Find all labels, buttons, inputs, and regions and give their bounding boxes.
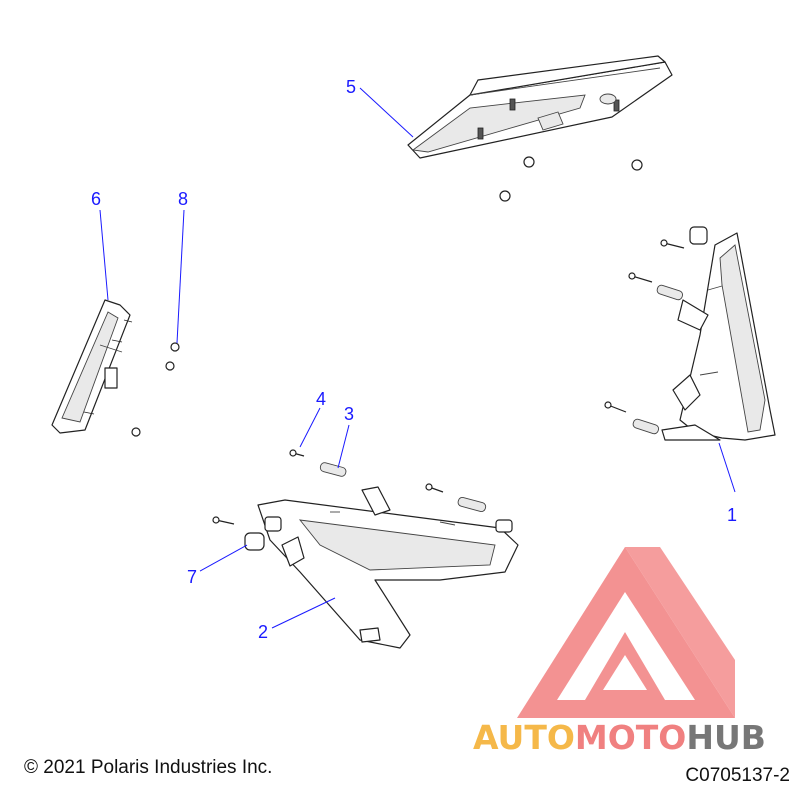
- part-1-front-right-lamp: [661, 226, 776, 441]
- part-5-nuts: [499, 156, 643, 202]
- callout-4: 4: [316, 389, 326, 409]
- part-6-side-lamp: [51, 299, 133, 434]
- leader-7: [199, 544, 248, 572]
- watermark-moto: MOTO: [575, 718, 686, 757]
- leader-8: [176, 209, 185, 344]
- callout-5: 5: [346, 77, 356, 97]
- callout-3: 3: [344, 404, 354, 424]
- leader-4: [299, 407, 321, 448]
- part-1-hardware: [604, 239, 685, 435]
- watermark-hub: HUB: [686, 718, 766, 757]
- callout-7: 7: [187, 567, 197, 587]
- leader-2: [271, 597, 336, 629]
- watermark-auto: AUTO: [473, 718, 575, 757]
- callout-2: 2: [258, 622, 268, 642]
- callout-1: 1: [727, 505, 737, 525]
- leader-1: [718, 442, 736, 493]
- part-2-front-left-lamp: [257, 486, 519, 649]
- part-8-nuts: [131, 342, 180, 437]
- figure-code: C0705137-2: [685, 765, 790, 786]
- leader-5: [359, 87, 414, 138]
- leader-3: [337, 424, 350, 469]
- callout-6: 6: [91, 189, 101, 209]
- callout-8: 8: [178, 189, 188, 209]
- leader-6: [99, 209, 109, 301]
- part-2-hardware: [212, 449, 487, 551]
- watermark-brand: AUTOMOTOHUB: [473, 718, 766, 757]
- part-5-rear-lamp: [407, 55, 673, 159]
- automotohub-logo: [517, 547, 735, 718]
- copyright-text: © 2021 Polaris Industries Inc.: [24, 757, 273, 778]
